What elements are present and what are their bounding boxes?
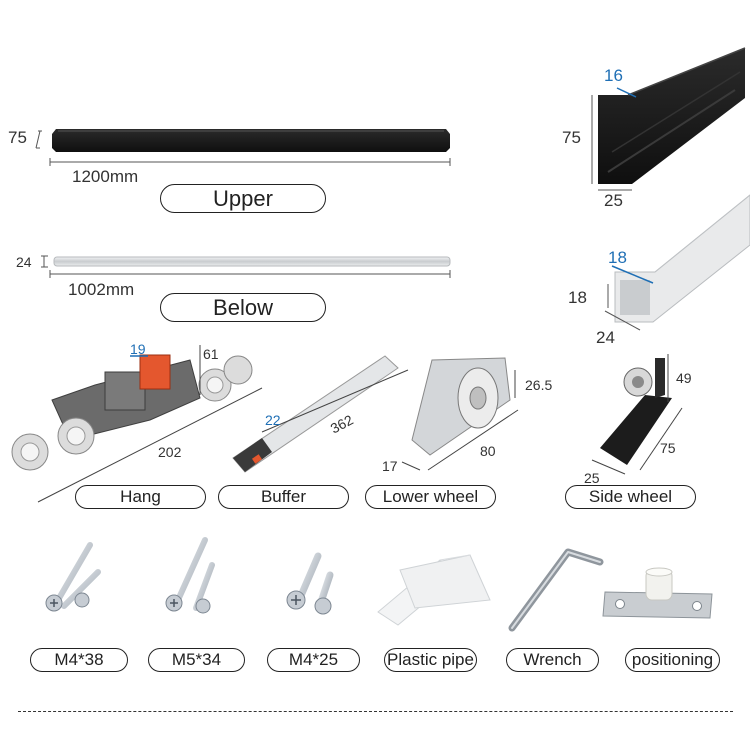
below-profile-bottom-label: 24 <box>596 328 615 347</box>
plastic-pipe-anchors <box>377 554 491 626</box>
below-profile-height-label: 18 <box>568 288 587 307</box>
side-wheel-part <box>591 354 683 475</box>
upper-rail-length-label: 1200mm <box>72 167 139 186</box>
below-rail-height-label: 24 <box>16 254 32 270</box>
dashed-divider <box>18 711 733 712</box>
buffer-name-label: Buffer <box>218 485 349 509</box>
hang-length-dimension: 202 <box>158 444 182 460</box>
accessory-label: M4*38 <box>30 648 128 672</box>
accessory-label: positioning <box>625 648 720 672</box>
side-wheel-name-label: Side wheel <box>565 485 696 509</box>
lower-wheel-part <box>401 357 519 471</box>
hang-height-dimension: 61 <box>203 346 219 362</box>
lower-wheel-height-dimension: 26.5 <box>525 377 553 393</box>
buffer-part <box>232 355 409 473</box>
below-profile-top-label: 18 <box>608 248 627 267</box>
upper-rail-name-label: Upper <box>160 184 326 213</box>
below-profile <box>604 194 750 331</box>
accessory-label: Plastic pipe <box>384 648 477 672</box>
upper-profile-bottom-label: 25 <box>604 191 623 210</box>
screws-m4-38 <box>45 542 101 612</box>
below-rail-name-label: Below <box>160 293 326 322</box>
positioning-guide <box>602 567 713 619</box>
upper-rail-height-label: 75 <box>8 128 27 147</box>
lower-wheel-depth-dimension: 17 <box>382 458 398 474</box>
accessory-label: Wrench <box>506 648 599 672</box>
lower-wheel-name-label: Lower wheel <box>365 485 496 509</box>
accessory-label: M5*34 <box>148 648 245 672</box>
side-wheel-length-dimension: 75 <box>660 440 676 456</box>
hex-key <box>508 548 604 632</box>
side-wheel-width-dimension: 25 <box>584 470 600 486</box>
upper-profile-height-label: 75 <box>562 128 581 147</box>
below-rail <box>41 255 451 278</box>
below-rail-length-label: 1002mm <box>68 280 135 299</box>
upper-profile <box>591 47 746 191</box>
lower-wheel-length-dimension: 80 <box>480 443 496 459</box>
hang-name-label: Hang <box>75 485 206 509</box>
screws-m5-34 <box>165 537 215 614</box>
upper-profile-top-label: 16 <box>604 66 623 85</box>
upper-rail <box>35 129 451 166</box>
side-wheel-height-dimension: 49 <box>676 370 692 386</box>
accessory-label: M4*25 <box>267 648 360 672</box>
screws-m4-25 <box>286 552 334 615</box>
buffer-blue-dimension: 22 <box>265 412 281 428</box>
hang-blue-dimension: 19 <box>130 341 146 357</box>
hang-assembly <box>11 345 263 503</box>
